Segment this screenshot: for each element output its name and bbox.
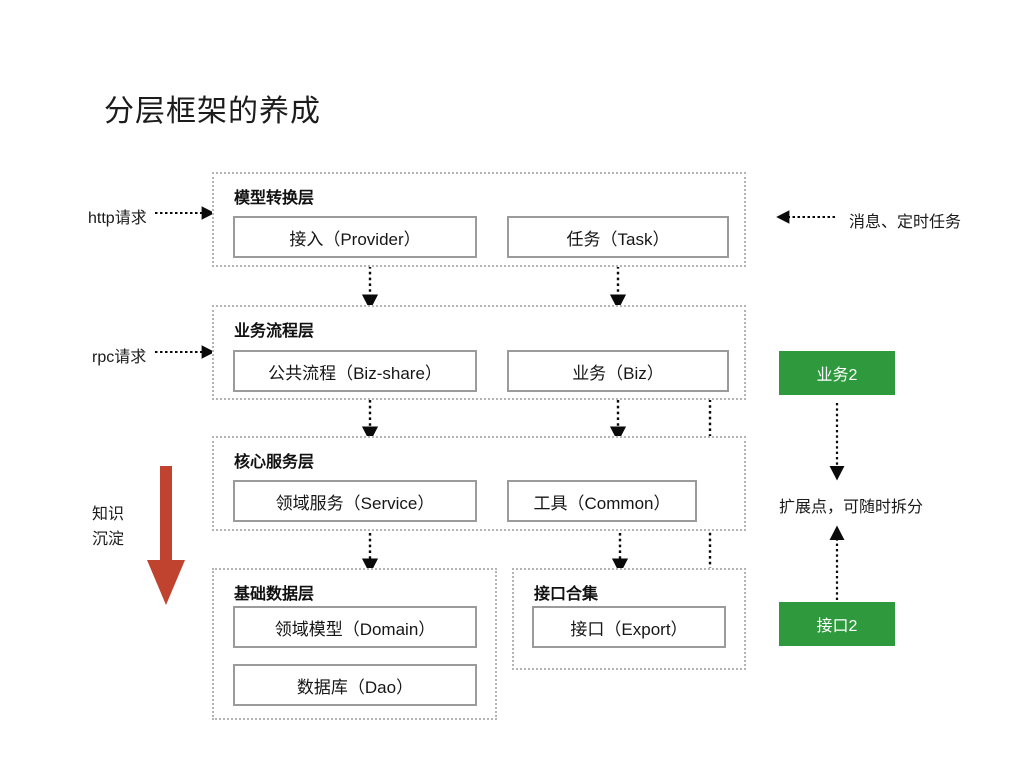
label-rpc-request: rpc请求	[92, 349, 147, 366]
label-extension-point: 扩展点，可随时拆分	[779, 499, 924, 516]
component-biz[interactable]: 业务（Biz）	[507, 350, 729, 392]
label-message-task: 消息、定时任务	[849, 214, 962, 231]
label-knowledge-line2: 沉淀	[92, 530, 125, 548]
layer-title-business-flow: 业务流程层	[234, 323, 315, 340]
green-box-biz2[interactable]: 业务2	[779, 351, 895, 395]
label-http-request: http请求	[88, 210, 147, 227]
component-common[interactable]: 工具（Common）	[507, 480, 697, 522]
knowledge-flow-arrow	[147, 466, 185, 605]
green-box-export2[interactable]: 接口2	[779, 602, 895, 646]
layer-title-model-transform: 模型转换层	[234, 190, 315, 207]
layer-title-export-set: 接口合集	[534, 586, 599, 603]
component-export[interactable]: 接口（Export）	[532, 606, 726, 648]
component-dao[interactable]: 数据库（Dao）	[233, 664, 477, 706]
layer-title-core-service: 核心服务层	[234, 454, 315, 471]
label-knowledge-line1: 知识	[92, 506, 125, 523]
layer-title-base-data: 基础数据层	[234, 586, 315, 603]
page-title: 分层框架的养成	[104, 95, 321, 128]
label-knowledge: 知识 沉淀	[92, 503, 152, 553]
component-biz-share[interactable]: 公共流程（Biz-share）	[233, 350, 477, 392]
component-task[interactable]: 任务（Task）	[507, 216, 729, 258]
component-domain[interactable]: 领域模型（Domain）	[233, 606, 477, 648]
component-provider[interactable]: 接入（Provider）	[233, 216, 477, 258]
component-service[interactable]: 领域服务（Service）	[233, 480, 477, 522]
